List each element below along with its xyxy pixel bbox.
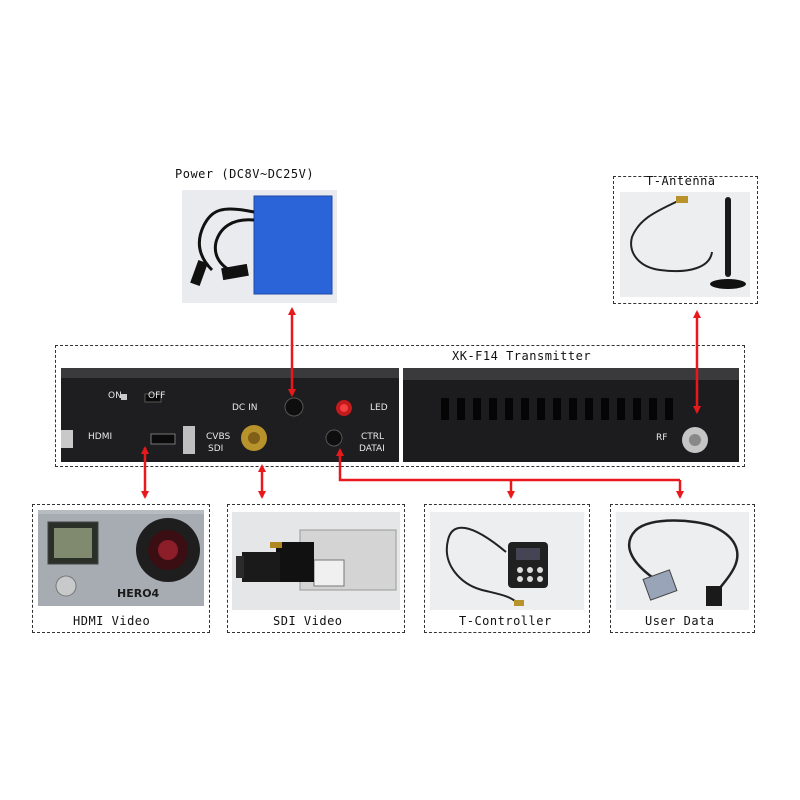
power-label: Power (DC8V~DC25V) <box>175 167 315 181</box>
transmitter-front-image <box>61 368 399 462</box>
user-data-cable-image <box>616 512 749 610</box>
cvbs-text: CVBS <box>206 432 231 442</box>
t-controller-box <box>424 504 590 633</box>
sdi-camera-image <box>232 512 400 610</box>
user-data-label: User Data <box>645 614 715 628</box>
rf-text: RF <box>656 433 668 443</box>
antenna-label: T-Antenna <box>646 174 716 188</box>
data-text: DATAI <box>359 444 385 454</box>
hdmi-camera-image <box>38 510 204 606</box>
hdmi-video-label: HDMI Video <box>73 614 151 628</box>
switch-on-text: ON <box>108 391 122 401</box>
ctrl-text: CTRL <box>361 432 385 442</box>
sdi-video-box <box>227 504 405 633</box>
transmitter-label: XK-F14 Transmitter <box>452 349 592 363</box>
sdi-video-label: SDI Video <box>273 614 343 628</box>
user-data-box <box>610 504 755 633</box>
hdmi-video-box <box>32 504 210 633</box>
camera-brand-text: HERO4 <box>117 587 160 600</box>
t-controller-image <box>430 512 584 610</box>
transmitter-rear-image <box>403 368 739 462</box>
sdi-port-text: SDI <box>208 444 224 454</box>
led-text: LED <box>370 403 388 413</box>
switch-off-text: OFF <box>148 391 166 401</box>
antenna-image <box>620 192 750 297</box>
t-controller-label: T-Controller <box>459 614 552 628</box>
antenna-box <box>613 176 758 304</box>
battery-image <box>182 190 337 303</box>
hdmi-port-text: HDMI <box>88 432 113 442</box>
dc-in-text: DC IN <box>232 403 258 413</box>
